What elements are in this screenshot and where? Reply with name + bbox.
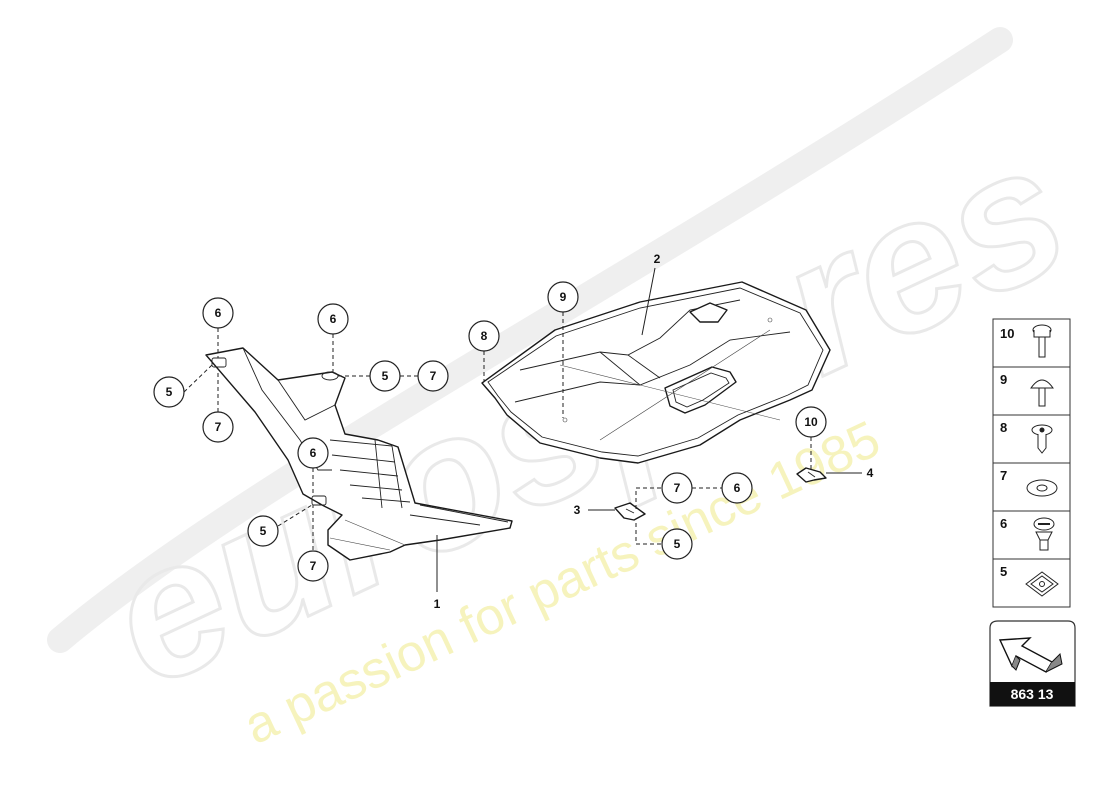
svg-text:7: 7 — [674, 481, 681, 495]
callout-6-right: 6 — [721, 472, 753, 504]
legend-row-7: 7 — [992, 462, 1071, 512]
rivet-icon — [1030, 379, 1054, 407]
legend-row-5: 5 — [992, 558, 1071, 608]
part-1-side-panel — [205, 347, 513, 561]
svg-text:7: 7 — [310, 559, 317, 573]
svg-text:5: 5 — [382, 369, 389, 383]
callout-9: 9 — [547, 281, 579, 313]
callout-6-top-mid: 6 — [317, 303, 349, 335]
svg-text:9: 9 — [560, 290, 567, 304]
clip-nut-icon — [1025, 571, 1059, 597]
svg-text:9: 9 — [1000, 372, 1007, 387]
legend-row-8: 8 — [992, 414, 1071, 464]
svg-text:5: 5 — [674, 537, 681, 551]
legend-row-10: 10 — [992, 318, 1071, 368]
callout-7-lower-left: 7 — [297, 550, 329, 582]
svg-text:7: 7 — [215, 420, 222, 434]
reference-code: 863 13 — [1011, 686, 1054, 702]
callout-8: 8 — [468, 320, 500, 352]
callout-7-top-mid: 7 — [417, 360, 449, 392]
callout-5-top-mid: 5 — [369, 360, 401, 392]
svg-text:6: 6 — [1000, 516, 1007, 531]
fastener-legend: 10 9 8 7 — [992, 318, 1071, 608]
legend-row-9: 9 — [992, 366, 1071, 416]
callout-5-top-left: 5 — [153, 376, 185, 408]
svg-text:7: 7 — [1000, 468, 1007, 483]
part-2-underbody-panel — [481, 281, 831, 464]
callout-6-top-left: 6 — [202, 297, 234, 329]
svg-text:5: 5 — [260, 524, 267, 538]
part-4-clip — [796, 467, 827, 483]
svg-text:10: 10 — [804, 415, 818, 429]
svg-text:7: 7 — [430, 369, 437, 383]
quarter-turn-fastener-icon — [1033, 517, 1055, 551]
callout-6-lower-left: 6 — [297, 437, 329, 469]
svg-text:6: 6 — [330, 312, 337, 326]
bolt-flange-icon — [1032, 324, 1052, 358]
direction-arrow-icon — [998, 637, 1063, 673]
legend-row-6: 6 — [992, 510, 1071, 560]
reference-badge: 863 13 — [989, 620, 1076, 707]
part-label-4: 4 — [867, 466, 874, 480]
svg-text:8: 8 — [1000, 420, 1007, 435]
svg-text:6: 6 — [215, 306, 222, 320]
screw-rivet-icon — [1031, 424, 1053, 454]
part-label-1: 1 — [434, 597, 441, 611]
callout-10: 10 — [795, 406, 827, 438]
svg-text:6: 6 — [310, 446, 317, 460]
svg-text:5: 5 — [1000, 564, 1007, 579]
svg-text:6: 6 — [734, 481, 741, 495]
callout-5-lower-left: 5 — [247, 515, 279, 547]
part-3-bracket — [614, 502, 646, 521]
svg-text:5: 5 — [166, 385, 173, 399]
svg-text:10: 10 — [1000, 326, 1014, 341]
washer-icon — [1026, 479, 1058, 497]
svg-text:8: 8 — [481, 329, 488, 343]
callout-5-right: 5 — [661, 528, 693, 560]
leader-lines — [183, 267, 862, 592]
part-label-3: 3 — [574, 503, 581, 517]
part-label-2: 2 — [654, 252, 661, 266]
callout-7-top-left: 7 — [202, 411, 234, 443]
callout-7-right: 7 — [661, 472, 693, 504]
